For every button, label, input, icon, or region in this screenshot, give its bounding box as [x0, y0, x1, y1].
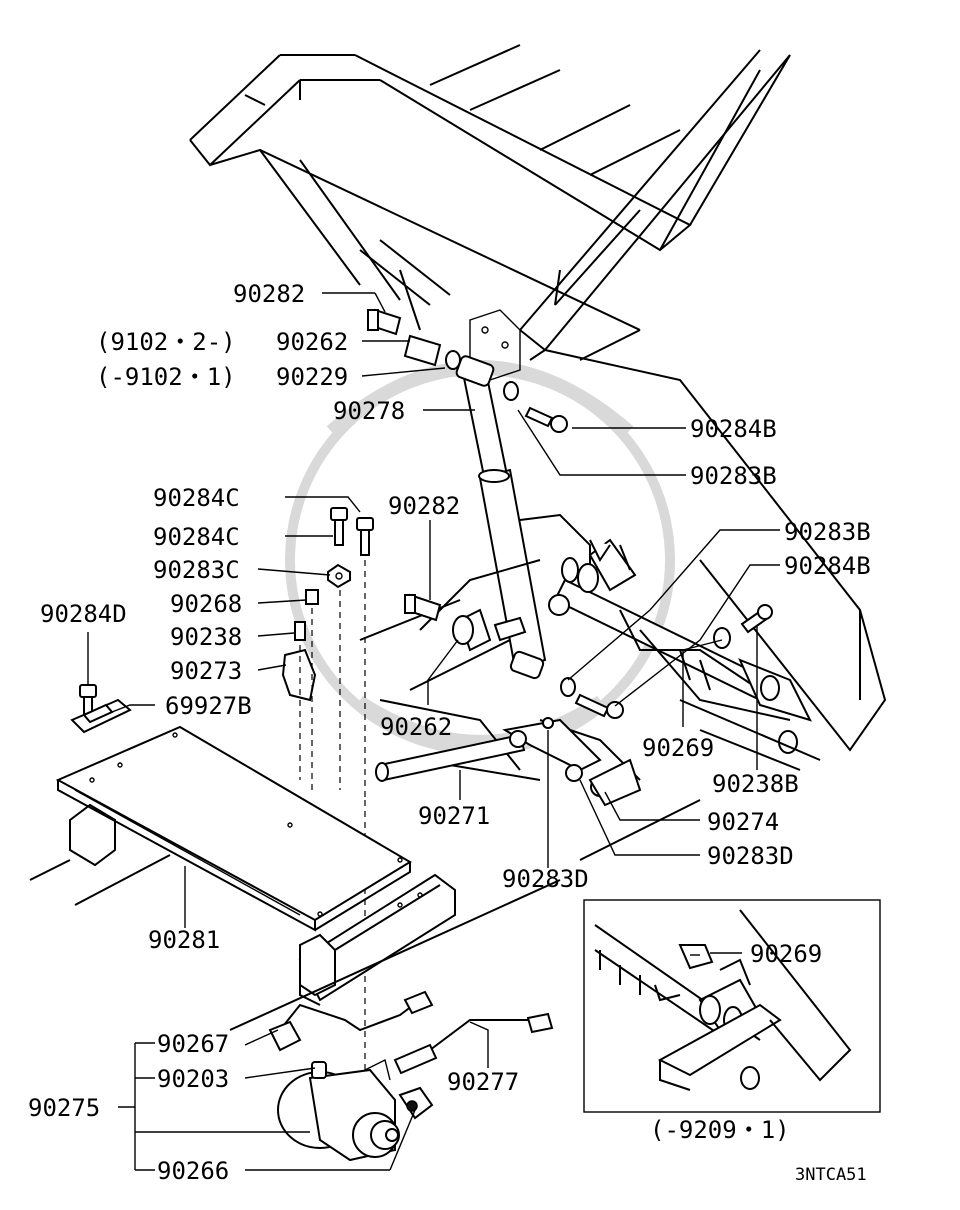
leader-lines [87, 292, 780, 1171]
motor-assembly [277, 1058, 434, 1162]
label-90262-top: 90262 [276, 328, 348, 356]
label-90266: 90266 [157, 1157, 229, 1185]
label-90275: 90275 [28, 1094, 100, 1122]
label-90283D-right: 90283D [707, 842, 794, 870]
label-90282-mid: 90282 [388, 492, 460, 520]
frame-rail [229, 799, 701, 1031]
label-90229: 90229 [276, 363, 348, 391]
label-90271: 90271 [418, 802, 490, 830]
label-90284C-2: 90284C [153, 523, 240, 551]
label-90284D: 90284D [40, 600, 127, 628]
label-date-range-2: (-9102・1) [96, 363, 236, 391]
label-90284B-right: 90284B [784, 552, 871, 580]
bolt-and-clip [70, 684, 132, 734]
label-90203: 90203 [157, 1065, 229, 1093]
label-90282-top: 90282 [233, 280, 305, 308]
gas-strut [455, 355, 547, 680]
right-hardware [560, 604, 773, 719]
label-inset-date: (-9209・1) [650, 1116, 790, 1144]
label-90283C: 90283C [153, 556, 240, 584]
upper-hardware [367, 308, 568, 433]
inset-detail-box [583, 899, 881, 1113]
floor-panel [29, 725, 412, 932]
label-90278: 90278 [333, 397, 405, 425]
label-90238: 90238 [170, 623, 242, 651]
label-90281: 90281 [148, 926, 220, 954]
label-69927B: 69927B [165, 692, 252, 720]
part-labels: 90282 (9102・2-) 90262 (-9102・1) 90229 90… [28, 280, 871, 1185]
label-90274: 90274 [707, 808, 779, 836]
label-90284B-top: 90284B [690, 415, 777, 443]
link-rod [375, 717, 642, 807]
label-90268: 90268 [170, 590, 242, 618]
label-90269-inset: 90269 [750, 940, 822, 968]
label-90284C-1: 90284C [153, 484, 240, 512]
hinge-mechanism [359, 513, 821, 781]
label-90238B: 90238B [712, 770, 799, 798]
label-90267: 90267 [157, 1030, 229, 1058]
label-90283B-right: 90283B [784, 518, 871, 546]
label-90277: 90277 [447, 1068, 519, 1096]
label-date-range-1: (9102・2-) [96, 328, 236, 356]
label-90269-main: 90269 [642, 734, 714, 762]
label-90262-mid: 90262 [380, 713, 452, 741]
drawing-code: 3NTCA51 [795, 1165, 867, 1185]
wire-harness [268, 990, 554, 1075]
label-90283B-top: 90283B [690, 462, 777, 490]
label-90273: 90273 [170, 657, 242, 685]
truck-bed-frame [189, 44, 887, 752]
label-90283D-bottom: 90283D [502, 865, 589, 893]
